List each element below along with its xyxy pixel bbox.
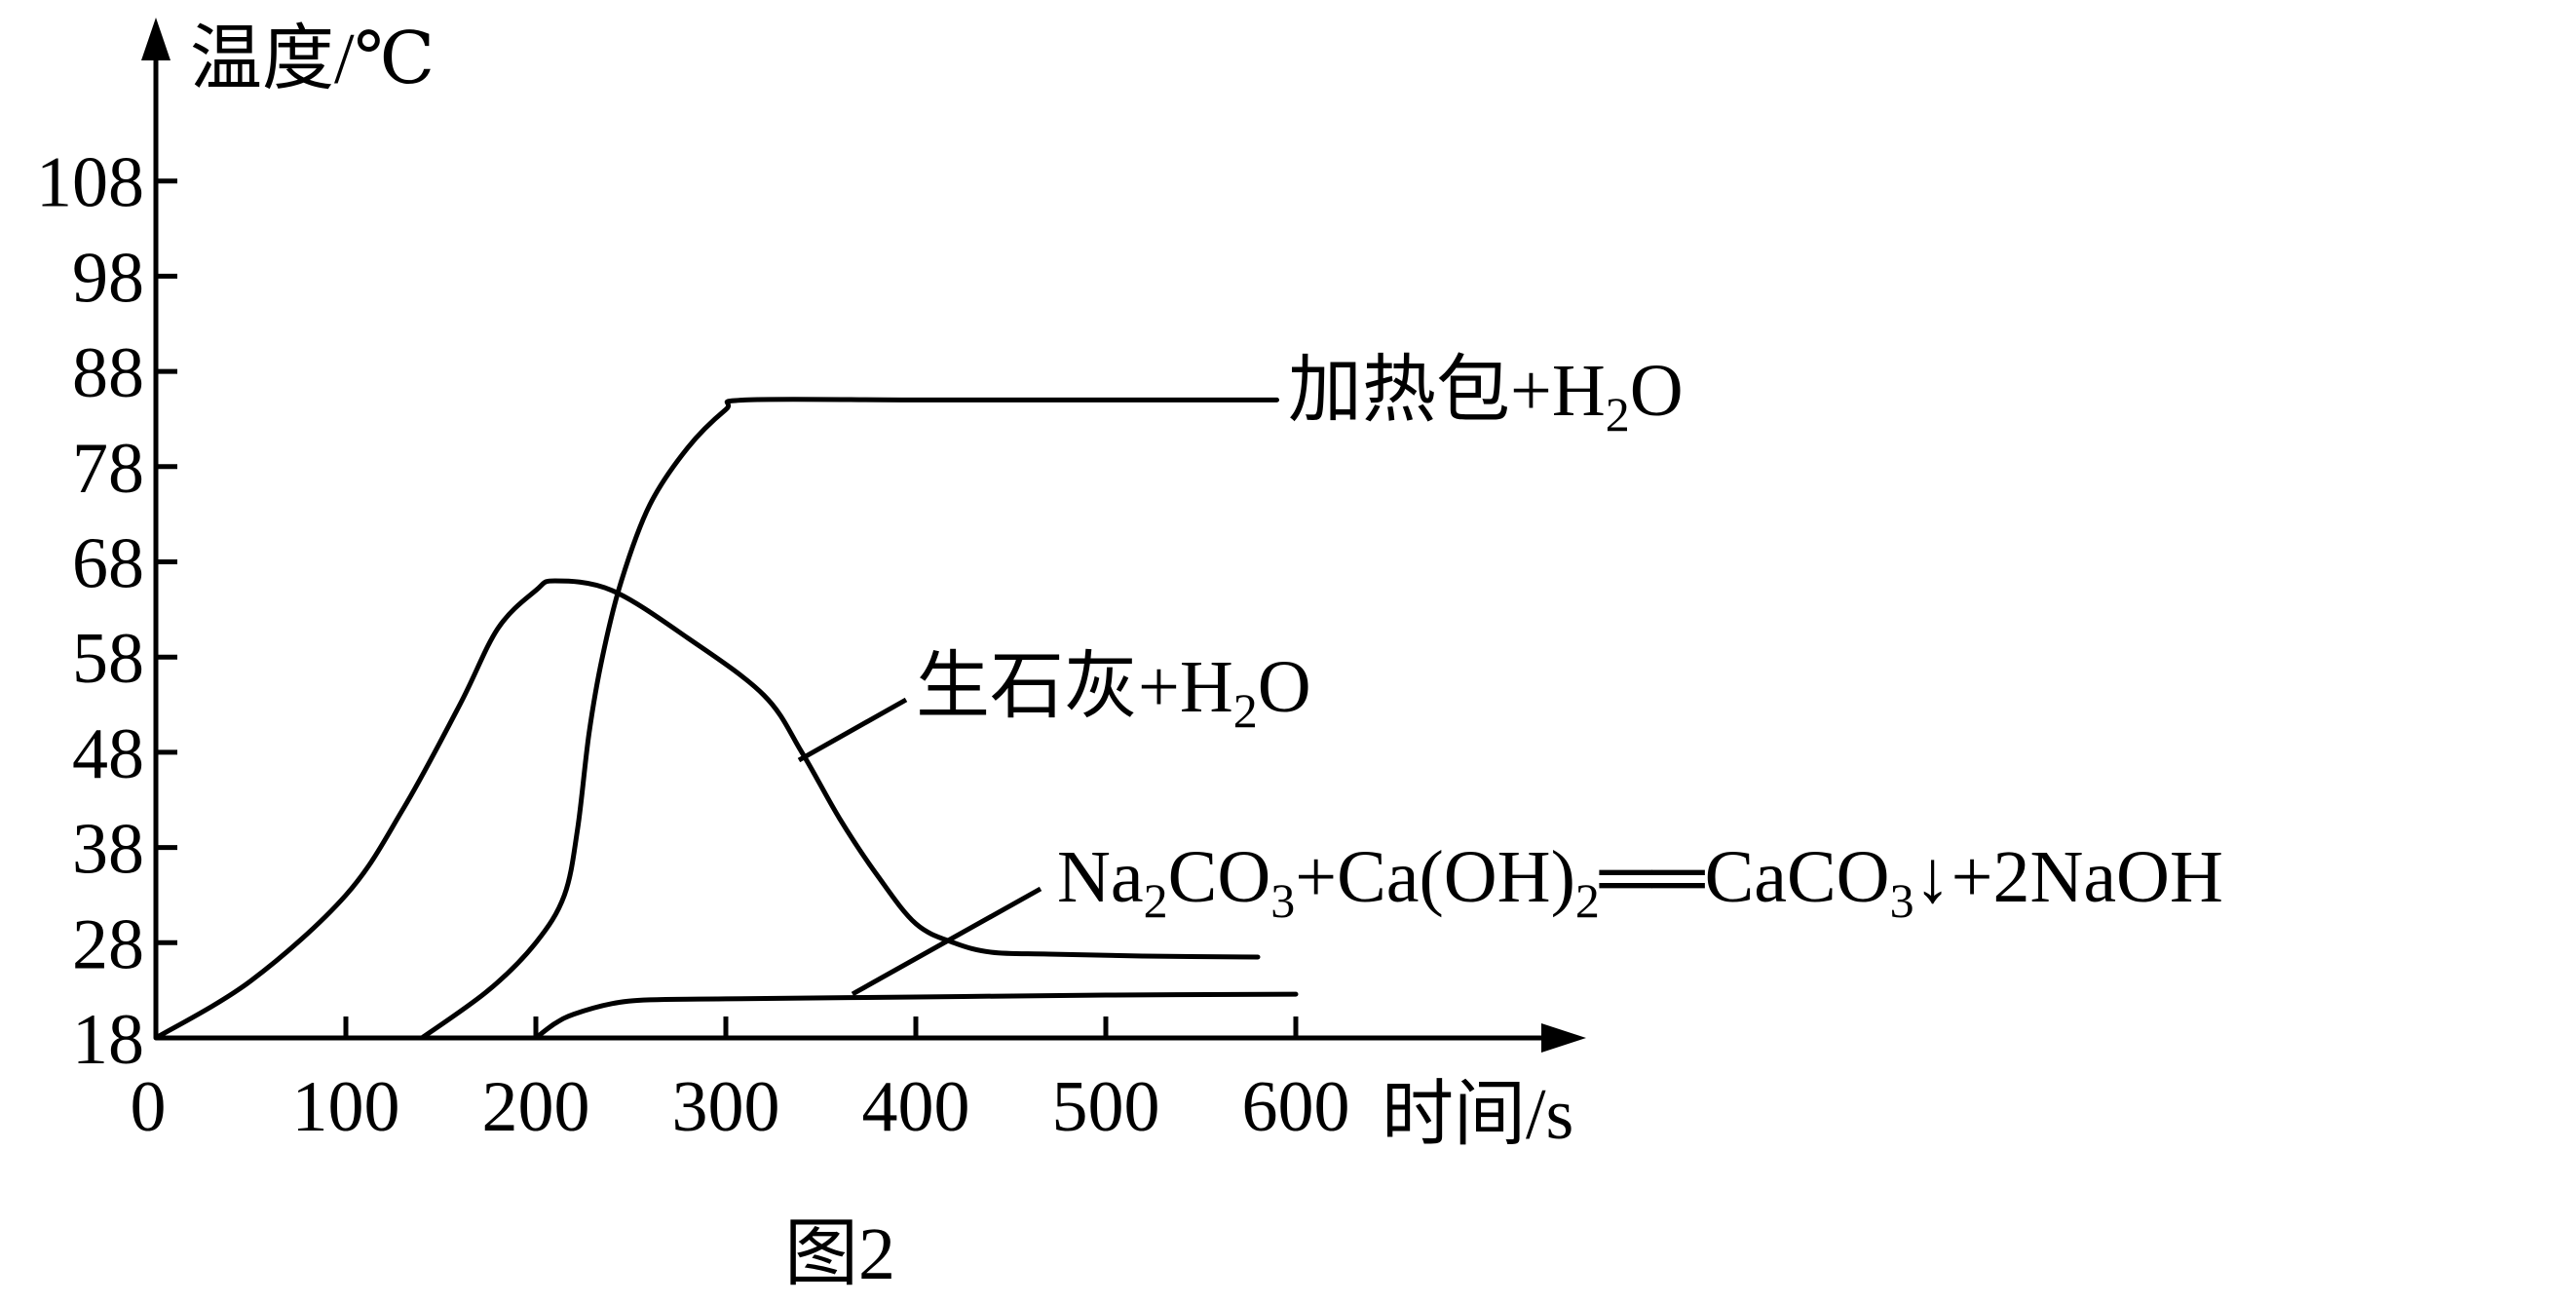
x-tick-label: 300 — [672, 1067, 780, 1147]
x-tick-label: 500 — [1052, 1067, 1160, 1147]
na2co3-curve — [533, 991, 1299, 1041]
label-text: +Ca(OH) — [1295, 836, 1575, 918]
x-axis-title: 时间/s — [1382, 1075, 1573, 1155]
leader-line — [851, 886, 1042, 997]
na2co3-equation-label: Na2CO3+Ca(OH)2══CaCO3↓+2NaOH — [1057, 836, 2223, 928]
leader-line — [797, 697, 908, 763]
x-tick-label: 400 — [862, 1067, 970, 1147]
label-text: 加热包+H — [1288, 350, 1606, 432]
label-text: O — [1630, 350, 1684, 432]
curves — [153, 397, 1299, 1041]
y-tick-label: 108 — [36, 143, 144, 223]
x-tick-label: 200 — [482, 1067, 590, 1147]
label-text: O — [1258, 646, 1311, 728]
label-text: ↓+2NaOH — [1914, 836, 2223, 918]
y-tick-label: 18 — [72, 1000, 144, 1080]
axes — [141, 18, 1586, 1053]
x-ticks: 0 100 200 300 400 500 600 — [131, 1016, 1350, 1147]
y-tick-label: 88 — [72, 333, 144, 413]
y-tick-label: 98 — [72, 238, 144, 318]
y-ticks: 18 28 38 48 58 68 78 88 98 108 — [36, 143, 177, 1080]
y-tick-label: 68 — [72, 524, 144, 604]
y-axis-arrow — [141, 18, 170, 60]
label-text: Na — [1057, 836, 1144, 918]
quicklime-label: 生石灰+H2O — [916, 646, 1311, 738]
y-tick-label: 78 — [72, 429, 144, 509]
heat-pack-curve — [419, 397, 1279, 1041]
label-text: CO — [1168, 836, 1271, 918]
label-text: 生石灰+H — [916, 646, 1233, 728]
subscript: 3 — [1890, 873, 1914, 928]
y-tick-label: 58 — [72, 619, 144, 699]
y-axis-title: 温度/℃ — [190, 19, 435, 99]
x-tick-label: 0 — [131, 1067, 167, 1147]
subscript: 2 — [1606, 387, 1630, 441]
subscript: 2 — [1575, 873, 1600, 928]
heat-pack-label: 加热包+H2O — [1288, 350, 1684, 441]
y-tick-label: 28 — [72, 904, 144, 984]
subscript: 3 — [1270, 873, 1295, 928]
y-tick-label: 38 — [72, 810, 144, 890]
subscript: 2 — [1233, 683, 1258, 738]
label-text: ══CaCO — [1599, 836, 1890, 918]
y-tick-label: 48 — [72, 714, 144, 794]
figure-caption: 图2 — [784, 1213, 895, 1295]
annotations: 加热包+H2O生石灰+H2ONa2CO3+Ca(OH)2══CaCO3↓+2Na… — [797, 350, 2223, 997]
quicklime-curve — [153, 578, 1261, 1041]
subscript: 2 — [1144, 873, 1168, 928]
x-tick-label: 600 — [1242, 1067, 1350, 1147]
x-axis-arrow — [1541, 1023, 1586, 1053]
x-tick-label: 100 — [292, 1067, 400, 1147]
